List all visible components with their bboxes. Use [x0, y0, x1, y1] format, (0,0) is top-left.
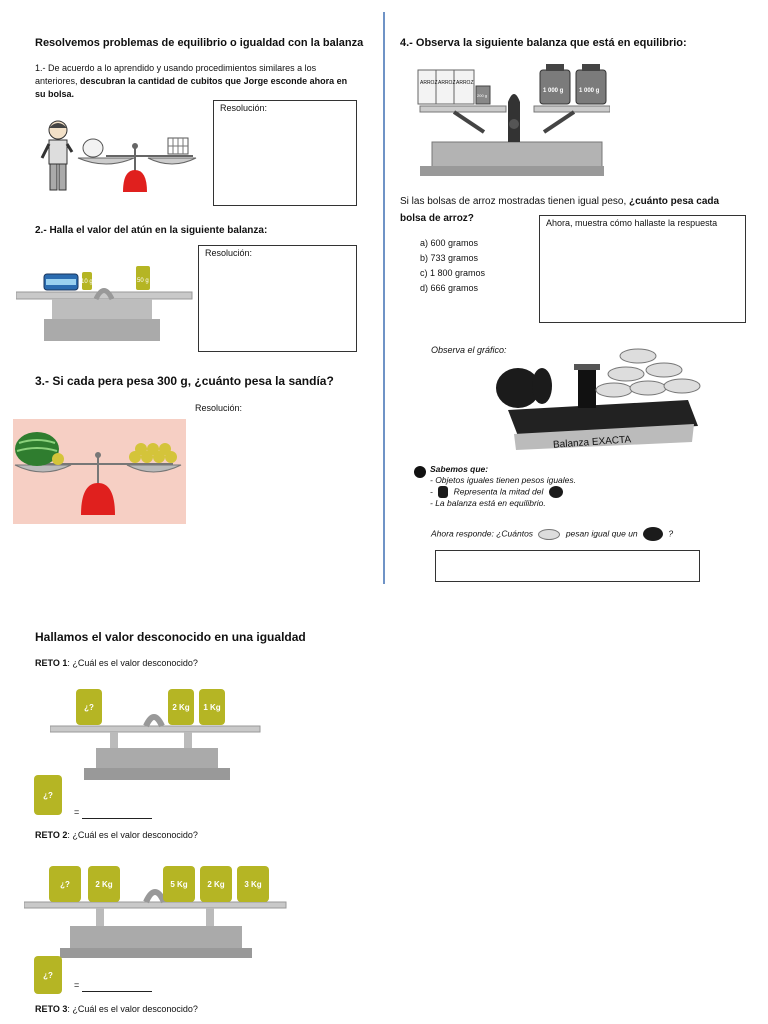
weight-label: ¿? [84, 703, 94, 713]
reto-3-question: : ¿Cuál es el valor desconocido? [67, 1004, 198, 1014]
option-b[interactable]: b) 733 gramos [420, 253, 479, 263]
ahora-question: Ahora responde: ¿Cuántos pesan igual que… [431, 527, 673, 541]
weight-2kg: 2 Kg [168, 689, 194, 725]
rice-bag-label-3: ARROZ [456, 80, 474, 86]
sabemos-line-3: - La balanza está en equilibrio. [430, 498, 546, 508]
cake-icon [643, 527, 664, 541]
weight-1kg: 1 Kg [199, 689, 225, 725]
reto-3-heading: RETO 3: ¿Cuál es el valor desconocido? [35, 1003, 198, 1016]
bullet-icon [414, 466, 426, 478]
rice-question: Si las bolsas de arroz mostradas tienen … [400, 193, 745, 227]
reto-1-question: : ¿Cuál es el valor desconocido? [67, 658, 198, 668]
weight-label: 2 Kg [95, 880, 113, 890]
reto-2-question: : ¿Cuál es el valor desconocido? [67, 830, 198, 840]
boy-figure [40, 120, 74, 191]
half-cake-icon [438, 486, 449, 498]
problem-2-text: 2.- Halla el valor del atún en la siguie… [35, 225, 268, 236]
reto-1-scale [50, 714, 261, 780]
resolution-box-1[interactable]: Resolución: [213, 100, 357, 206]
resolution-label: Resolución: [205, 248, 253, 258]
weight-2kg: 2 Kg [88, 866, 120, 902]
ahora-text-a: Ahora responde: ¿Cuántos [431, 528, 534, 539]
resolution-label-3: Resolución: [195, 403, 243, 413]
reto-2-scale [24, 889, 287, 958]
reto-2-answer: = [74, 979, 152, 992]
rice-bag-label-1: ARROZ [420, 80, 438, 86]
weight-label: ¿? [43, 791, 53, 800]
weight-label-10g: 10 g [81, 279, 93, 285]
sabemos-dash: - [430, 486, 433, 497]
scale-1 [77, 137, 197, 192]
reto-1-answer: = [74, 806, 152, 819]
weight-5kg: 5 Kg [163, 866, 195, 902]
problem-1-intro: 1.- De acuerdo a lo aprendido y usando p… [35, 63, 317, 86]
reto-1-label: RETO 1 [35, 658, 68, 668]
ahora-text-b: pesan igual que un [565, 528, 638, 539]
equals-sign: = [74, 980, 80, 990]
rice-balance-illustration [417, 64, 610, 176]
tin-icon [538, 528, 561, 540]
watermelon-balance-illustration [13, 419, 186, 524]
answer-options: a) 600 gramos b) 733 gramos c) 1 800 gra… [420, 236, 485, 296]
unknown-weight-answer: ¿? [34, 775, 62, 815]
small-weight-label: 200 g [477, 93, 488, 98]
equals-sign: = [74, 807, 80, 817]
jar-label-1: 1 000 g [543, 88, 564, 94]
weight-3kg: 3 Kg [237, 866, 269, 902]
answer-blank[interactable] [81, 808, 152, 819]
answer-blank[interactable] [81, 981, 152, 992]
cake-tins-balance-illustration [496, 348, 701, 450]
sabemos-line-2: - Representa la mitad del [430, 486, 576, 498]
weight-label: 2 Kg [172, 703, 190, 713]
sabemos-block: Sabemos que: - Objetos iguales tienen pe… [430, 464, 576, 509]
sabemos-half-text: Representa la mitad del [453, 486, 544, 497]
reto-2-heading: RETO 2: ¿Cuál es el valor desconocido? [35, 829, 198, 842]
problem-4-text: 4.- Observa la siguiente balanza que est… [400, 37, 687, 49]
section-title: Resolvemos problemas de equilibrio o igu… [35, 37, 364, 49]
ahora-text-c: ? [668, 528, 674, 539]
rice-question-bold: ¿cuánto pesa cada bolsa de arroz? [400, 196, 720, 224]
answer-input-box[interactable] [435, 550, 700, 582]
jar-label-2: 1 000 g [579, 88, 600, 94]
reto-3-label: RETO 3 [35, 1004, 68, 1014]
column-divider [383, 12, 385, 584]
rice-question-intro: Si las bolsas de arroz mostradas tienen … [400, 196, 630, 207]
tuna-balance-illustration [16, 266, 193, 341]
unknown-weight: ¿? [49, 866, 81, 902]
resolution-label: Resolución: [220, 103, 268, 113]
rice-bag-label-2: ARROZ [438, 80, 456, 86]
resolution-box-2[interactable]: Resolución: [198, 245, 357, 352]
weight-label: ¿? [60, 880, 70, 890]
weight-label: 3 Kg [244, 880, 262, 890]
option-c[interactable]: c) 1 800 gramos [420, 268, 486, 278]
weight-label-50g: 50 g [137, 278, 149, 284]
cake-icon [548, 486, 563, 498]
weight-label: 5 Kg [170, 880, 188, 890]
option-a[interactable]: a) 600 gramos [420, 238, 479, 248]
problem-1-question: descubran la cantidad de cubitos que Jor… [35, 76, 348, 99]
sabemos-title: Sabemos que: [430, 464, 489, 474]
reto-1-heading: RETO 1: ¿Cuál es el valor desconocido? [35, 657, 198, 670]
problem-3-text: 3.- Si cada pera pesa 300 g, ¿cuánto pes… [35, 374, 334, 388]
answer-box-4[interactable]: Ahora, muestra cómo hallaste la respuest… [539, 215, 746, 323]
reto-2-label: RETO 2 [35, 830, 68, 840]
option-d[interactable]: d) 666 gramos [420, 283, 479, 293]
weight-label: ¿? [43, 971, 53, 981]
weight-label: 1 Kg [203, 703, 221, 713]
unknown-weight-answer: ¿? [34, 956, 62, 994]
sabemos-line-1: - Objetos iguales tienen pesos iguales. [430, 475, 577, 485]
weight-2kg: 2 Kg [200, 866, 232, 902]
jorge-balance-illustration [40, 120, 197, 192]
observe-label: Observa el gráfico: [431, 345, 507, 355]
weight-label: 2 Kg [207, 880, 225, 890]
bottom-title: Hallamos el valor desconocido en una igu… [35, 630, 306, 644]
answer-box-label: Ahora, muestra cómo hallaste la respuest… [546, 218, 718, 228]
problem-1-text: 1.- De acuerdo a lo aprendido y usando p… [35, 62, 360, 101]
unknown-weight: ¿? [76, 689, 102, 725]
